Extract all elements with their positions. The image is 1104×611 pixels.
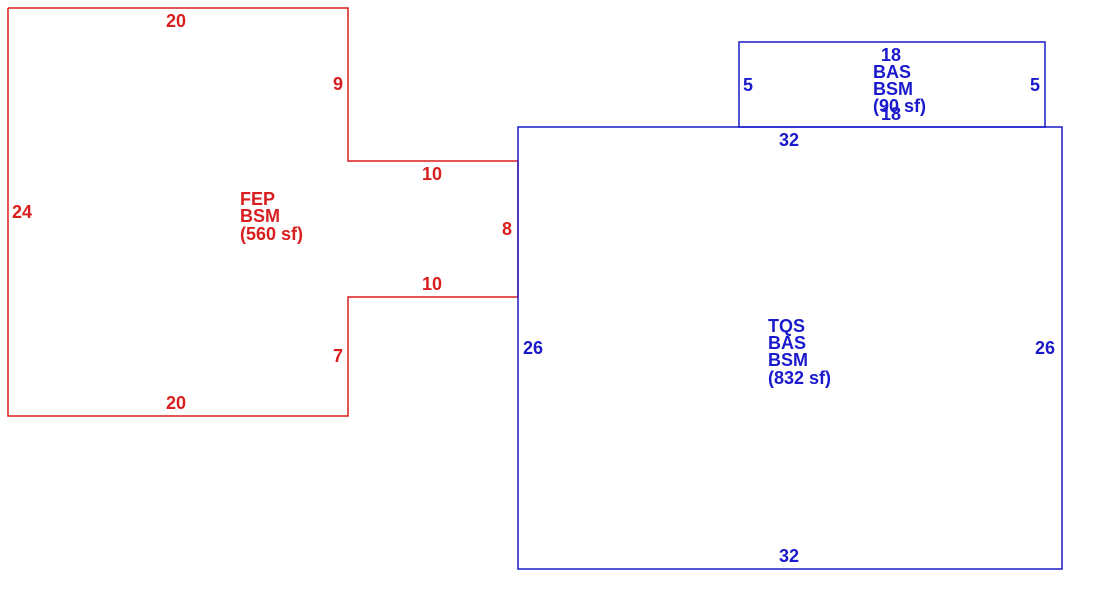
tqs-code-2: BAS: [768, 333, 806, 353]
tqs-area: 32 32 26 26 TQS BAS BSM (832 sf): [517, 126, 1063, 570]
bas-outline: [738, 41, 1046, 128]
bas-area: 18 18 5 5 BAS BSM (90 sf): [738, 41, 1046, 128]
tqs-code-1: TQS: [768, 316, 805, 336]
bas-dim-bottom: 18: [881, 104, 901, 124]
tqs-dim-left: 26: [523, 338, 543, 358]
tqs-dim-top: 32: [779, 130, 799, 150]
fep-dim-lower-step: 10: [422, 274, 442, 294]
fep-dim-lower-right: 7: [333, 346, 343, 366]
fep-code-2: BSM: [240, 206, 280, 226]
bas-code-2: BSM: [873, 79, 913, 99]
tqs-code-3: BSM: [768, 350, 808, 370]
fep-area-sf: (560 sf): [240, 224, 303, 244]
fep-area: 20 9 10 8 10 7 20 24 FEP BSM (560 sf): [7, 7, 519, 417]
fep-dim-top: 20: [166, 11, 186, 31]
bas-dim-left: 5: [743, 75, 753, 95]
bas-code-1: BAS: [873, 62, 911, 82]
fep-dim-upper-step: 10: [422, 164, 442, 184]
fep-code-1: FEP: [240, 189, 275, 209]
bas-dim-right: 5: [1030, 75, 1040, 95]
fep-dim-upper-right: 9: [333, 74, 343, 94]
fep-dim-mid: 8: [502, 219, 512, 239]
tqs-area-sf: (832 sf): [768, 368, 831, 388]
tqs-dim-bottom: 32: [779, 546, 799, 566]
tqs-dim-right: 26: [1035, 338, 1055, 358]
bas-dim-top: 18: [881, 45, 901, 65]
fep-dim-left: 24: [12, 202, 32, 222]
bas-area-sf: (90 sf): [873, 96, 926, 116]
fep-dim-bottom: 20: [166, 393, 186, 413]
